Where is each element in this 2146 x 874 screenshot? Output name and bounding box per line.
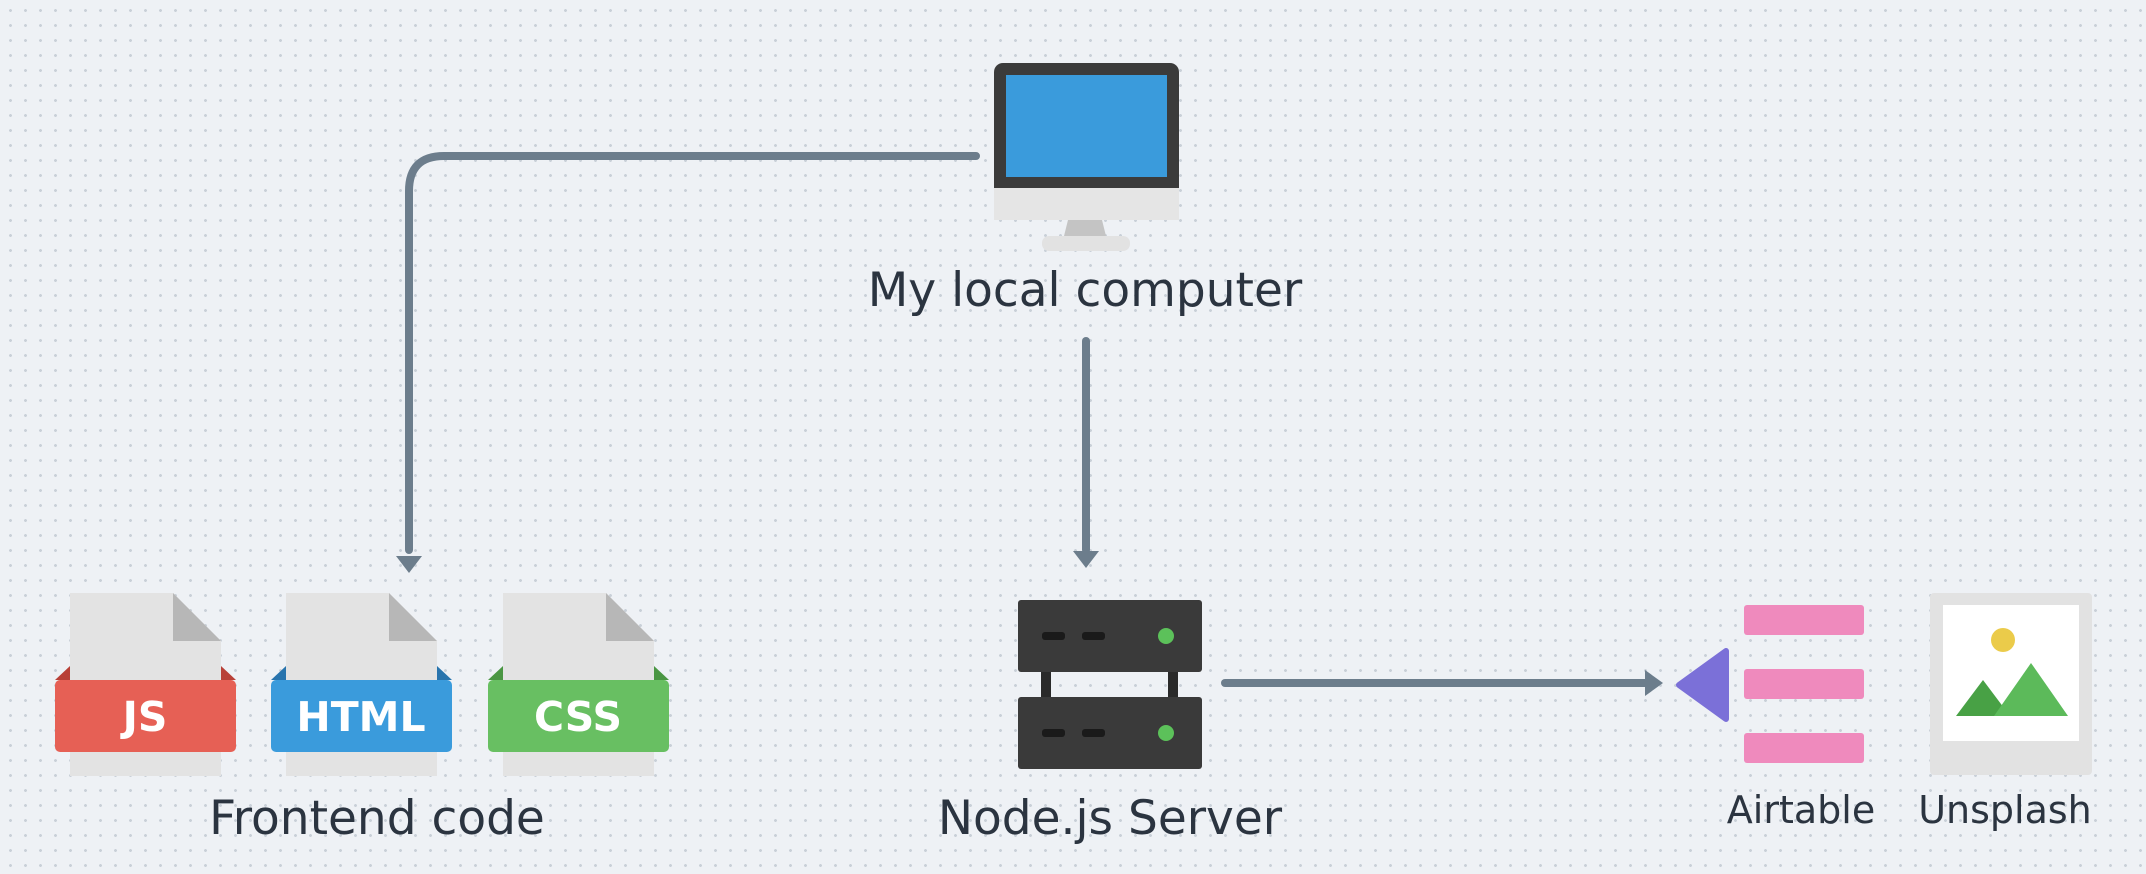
server-unit-top	[1018, 600, 1202, 672]
arrowhead-server	[1073, 551, 1099, 568]
unsplash-node: Unsplash	[1918, 593, 2092, 832]
image-mountain-front	[1994, 663, 2068, 716]
server-label: Node.js Server	[938, 791, 1283, 846]
computer-label: My local computer	[868, 263, 1303, 318]
airtable-node: Airtable	[1676, 605, 1875, 832]
server-unit-bottom	[1018, 697, 1202, 769]
image-photo-icon	[1930, 593, 2092, 775]
html-badge-label: HTML	[296, 693, 425, 741]
css-file-icon: CSS	[488, 593, 669, 776]
server-led-bottom	[1158, 725, 1174, 741]
frontend-node: JS HTML CSS Frontend code	[55, 593, 669, 846]
server-rack-icon	[1018, 600, 1202, 769]
arrowheads	[396, 551, 1663, 696]
js-badge-label: JS	[120, 693, 168, 741]
css-badge	[488, 680, 669, 752]
arrowhead-airtable	[1645, 670, 1663, 696]
js-badge	[55, 680, 236, 752]
airtable-logo-icon	[1676, 605, 1864, 763]
html-file-icon: HTML	[271, 593, 452, 776]
server-led-top	[1158, 628, 1174, 644]
image-sun	[1991, 628, 2015, 652]
html-badge	[271, 680, 452, 752]
airtable-label: Airtable	[1727, 788, 1875, 832]
css-badge-label: CSS	[534, 693, 622, 741]
js-file-icon: JS	[55, 593, 236, 776]
arrowhead-frontend	[396, 556, 422, 573]
unsplash-label: Unsplash	[1918, 788, 2092, 832]
image-mountain-back	[1956, 680, 2010, 716]
computer-node: My local computer	[868, 63, 1303, 318]
connectors	[405, 152, 1649, 687]
connector-computer-to-frontend	[405, 152, 980, 554]
frontend-label: Frontend code	[209, 791, 545, 846]
desktop-monitor-icon	[994, 63, 1179, 251]
server-node: Node.js Server	[938, 600, 1283, 846]
